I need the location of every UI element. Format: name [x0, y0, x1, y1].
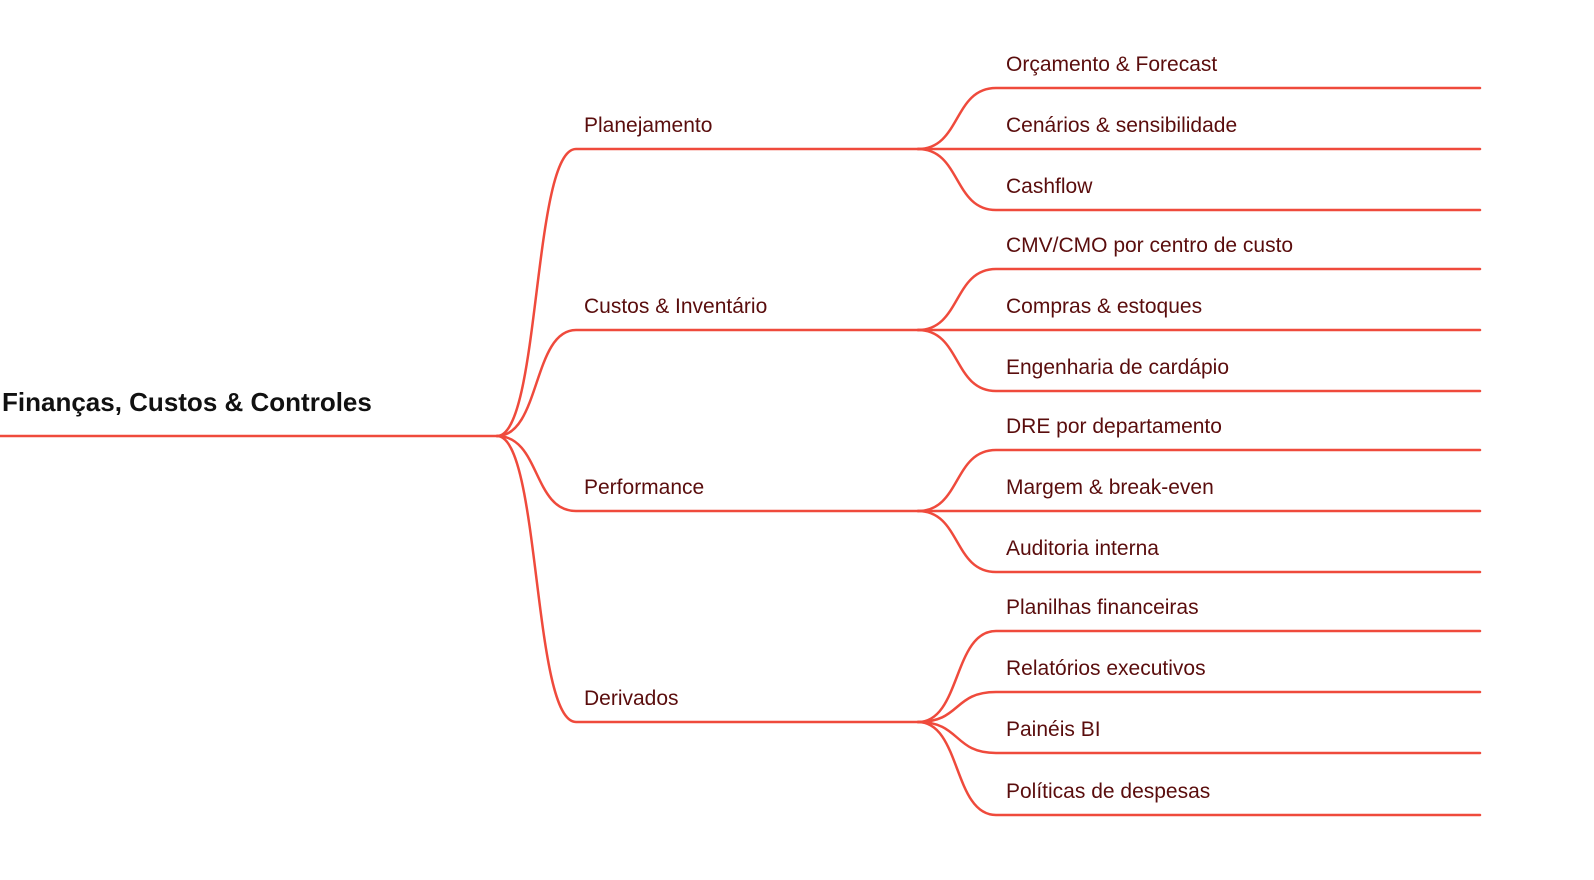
- leaf-connector-line: [916, 629, 1482, 724]
- leaf-connector-line: [916, 720, 1482, 755]
- leaf-label-compras-estoques[interactable]: Compras & estoques: [1006, 295, 1203, 318]
- leaf-connector-line: [916, 720, 1482, 817]
- leaf-connector-line: [916, 448, 1482, 513]
- leaf-label-paineis-bi[interactable]: Painéis BI: [1006, 718, 1101, 741]
- branch-label-custos-inventario[interactable]: Custos & Inventário: [584, 295, 768, 318]
- branch-connector-line: [495, 328, 920, 438]
- leaf-label-cashflow[interactable]: Cashflow: [1006, 175, 1093, 198]
- leaf-label-cenarios-sensibilidade[interactable]: Cenários & sensibilidade: [1006, 114, 1238, 137]
- leaf-connector-line: [916, 267, 1482, 332]
- leaf-label-auditoria-interna[interactable]: Auditoria interna: [1006, 537, 1159, 560]
- branch-connector-line: [495, 434, 920, 513]
- leaf-label-engenharia-cardapio[interactable]: Engenharia de cardápio: [1006, 356, 1230, 379]
- leaf-label-margem-break-even[interactable]: Margem & break-even: [1006, 476, 1214, 499]
- branch-connector-line: [495, 434, 920, 724]
- leaf-label-dre-departamento[interactable]: DRE por departamento: [1006, 415, 1222, 438]
- leaf-label-planilhas-financeiras[interactable]: Planilhas financeiras: [1006, 596, 1199, 619]
- leaf-label-cmv-cmo[interactable]: CMV/CMO por centro de custo: [1006, 234, 1294, 257]
- leaf-connector-line: [916, 86, 1482, 151]
- root-node-label[interactable]: Finanças, Custos & Controles: [2, 387, 372, 417]
- branch-label-performance[interactable]: Performance: [584, 476, 705, 499]
- branch-connector-line: [495, 147, 920, 438]
- leaf-connector-line: [916, 328, 1482, 393]
- leaf-label-relatorios-executivos[interactable]: Relatórios executivos: [1006, 657, 1206, 680]
- leaf-label-orcamento-forecast[interactable]: Orçamento & Forecast: [1006, 53, 1218, 76]
- branch-label-planejamento[interactable]: Planejamento: [584, 114, 713, 137]
- leaf-label-politicas-despesas[interactable]: Políticas de despesas: [1006, 780, 1211, 803]
- branch-label-derivados[interactable]: Derivados: [584, 687, 679, 710]
- leaf-connector-line: [916, 690, 1482, 724]
- leaf-connector-line: [916, 509, 1482, 574]
- leaf-connector-line: [916, 147, 1482, 212]
